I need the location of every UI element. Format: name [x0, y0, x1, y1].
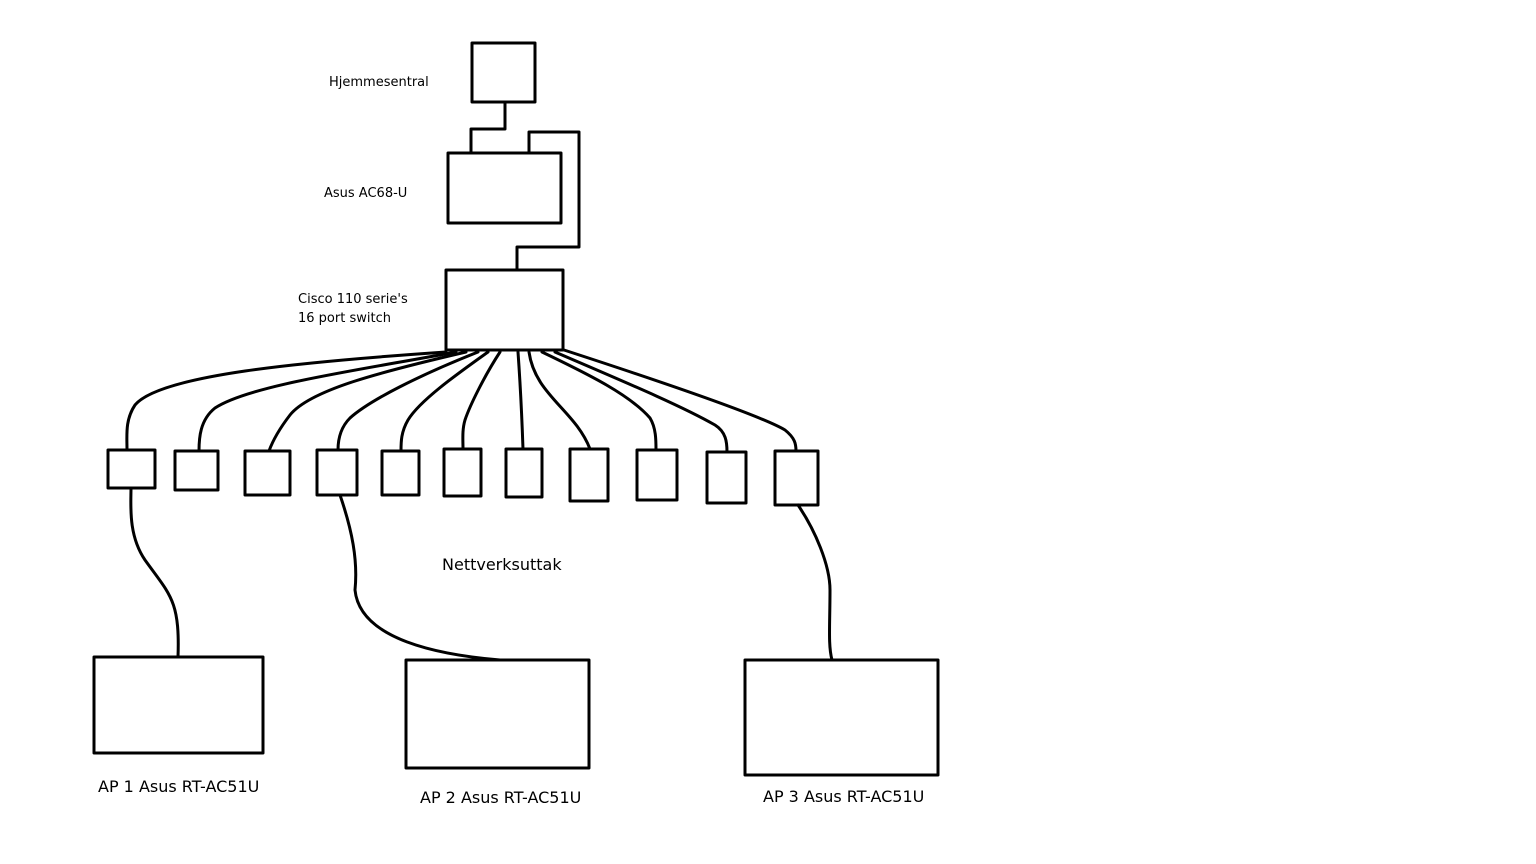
ap3-label: AP 3 Asus RT-AC51U — [763, 787, 925, 806]
switch-box — [444, 268, 565, 352]
ap2-box — [404, 658, 591, 770]
cable-outlet-11-ap3 — [796, 503, 834, 662]
link-home-central-router — [469, 100, 507, 155]
outlet-7 — [504, 447, 544, 499]
cable-switch-outlet-9 — [540, 350, 658, 452]
home-central-label: Hjemmesentral — [329, 75, 429, 90]
outlet-5 — [380, 449, 421, 497]
outlet-2 — [173, 449, 220, 492]
cable-switch-outlet-1 — [125, 350, 448, 452]
cable-switch-outlet-5 — [399, 350, 490, 453]
outlet-3 — [243, 449, 292, 497]
outlet-9 — [635, 448, 679, 502]
cable-switch-outlet-11 — [562, 348, 798, 453]
switch-label-line1: Cisco 110 serie's — [298, 292, 408, 307]
outlet-10 — [705, 450, 748, 505]
outlet-11 — [773, 449, 820, 507]
ap1-box — [92, 655, 265, 755]
cable-switch-outlet-8 — [527, 350, 592, 451]
cable-switch-outlet-3 — [267, 350, 468, 453]
cable-switch-outlet-4 — [336, 350, 480, 452]
router-label: Asus AC68-U — [324, 186, 408, 201]
home-central-box — [470, 41, 537, 104]
router-box — [446, 151, 563, 225]
ap2-label: AP 2 Asus RT-AC51U — [420, 788, 582, 807]
outlet-6 — [442, 447, 483, 498]
cable-switch-outlet-2 — [197, 350, 458, 453]
cable-outlet-1-ap1 — [129, 486, 180, 659]
outlet-1 — [106, 448, 157, 490]
outlets-label: Nettverksuttak — [442, 555, 562, 574]
cable-outlet-4-ap2 — [338, 493, 502, 662]
link-router-switch — [515, 130, 581, 272]
ap3-box — [743, 658, 940, 777]
cable-switch-outlet-7 — [516, 350, 525, 451]
ap1-label: AP 1 Asus RT-AC51U — [98, 777, 260, 796]
outlet-8 — [568, 447, 610, 503]
outlet-4 — [315, 448, 359, 497]
cable-switch-outlet-10 — [553, 350, 729, 454]
switch-label-line2: 16 port switch — [298, 311, 391, 326]
cable-switch-outlet-6 — [461, 350, 502, 451]
